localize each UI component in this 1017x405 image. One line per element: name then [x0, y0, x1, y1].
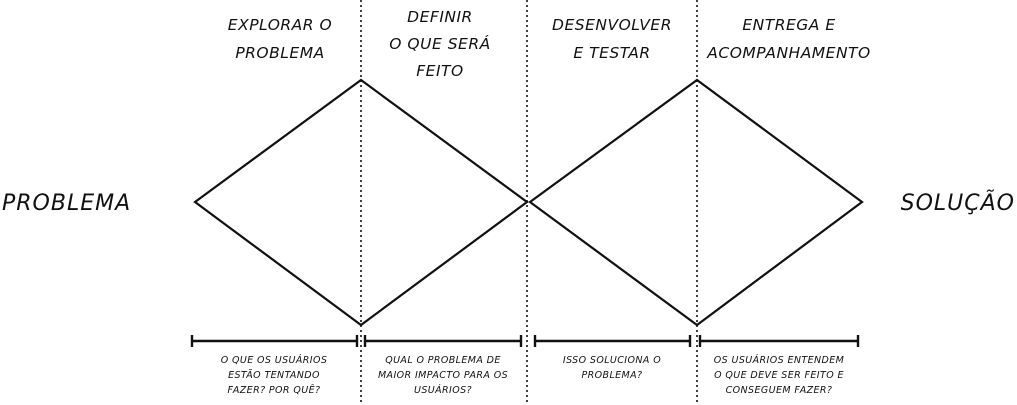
phase-3-line-2: E TESTAR	[573, 44, 650, 62]
diamond-solution	[528, 78, 864, 327]
range-bar-4	[698, 335, 860, 347]
question-2-line-1: QUAL O PROBLEMA DE	[385, 355, 501, 366]
phase-4-line-2: ACOMPANHAMENTO	[706, 44, 870, 62]
phase-1-line-2: PROBLEMA	[235, 44, 324, 62]
phase-2-line-3: FEITO	[416, 62, 463, 80]
range-bar-3	[533, 335, 692, 347]
phase-3-line-1: DESENVOLVER	[552, 16, 672, 34]
question-4-line-3: CONSEGUEM FAZER?	[726, 385, 833, 396]
phase-2-line-1: DEFINIR	[407, 8, 473, 26]
question-4-line-2: O QUE DEVE SER FEITO E	[714, 370, 844, 381]
question-1-line-1: O QUE OS USUÁRIOS	[221, 354, 328, 366]
phase-1-line-1: EXPLORAR O	[228, 16, 332, 34]
question-4-line-1: OS USUÁRIOS ENTENDEM	[714, 354, 844, 366]
diamond-problem	[193, 78, 529, 327]
question-3-line-1: ISSO SOLUCIONA O	[563, 355, 661, 366]
question-1-line-3: FAZER? POR QUÊ?	[228, 384, 321, 396]
right-label: SOLUÇÃO	[901, 189, 1015, 216]
phase-4-line-1: ENTREGA E	[742, 16, 835, 34]
range-bar-1	[190, 335, 359, 347]
question-2-line-2: MAIOR IMPACTO PARA OS	[378, 370, 508, 381]
question-3-line-2: PROBLEMA?	[582, 370, 643, 381]
question-2-line-3: USUÁRIOS?	[414, 384, 472, 396]
range-bar-2	[363, 335, 523, 347]
phase-2-line-2: O QUE SERÁ	[389, 34, 490, 53]
question-1-line-2: ESTÃO TENTANDO	[228, 370, 320, 381]
left-label: PROBLEMA	[2, 191, 131, 216]
